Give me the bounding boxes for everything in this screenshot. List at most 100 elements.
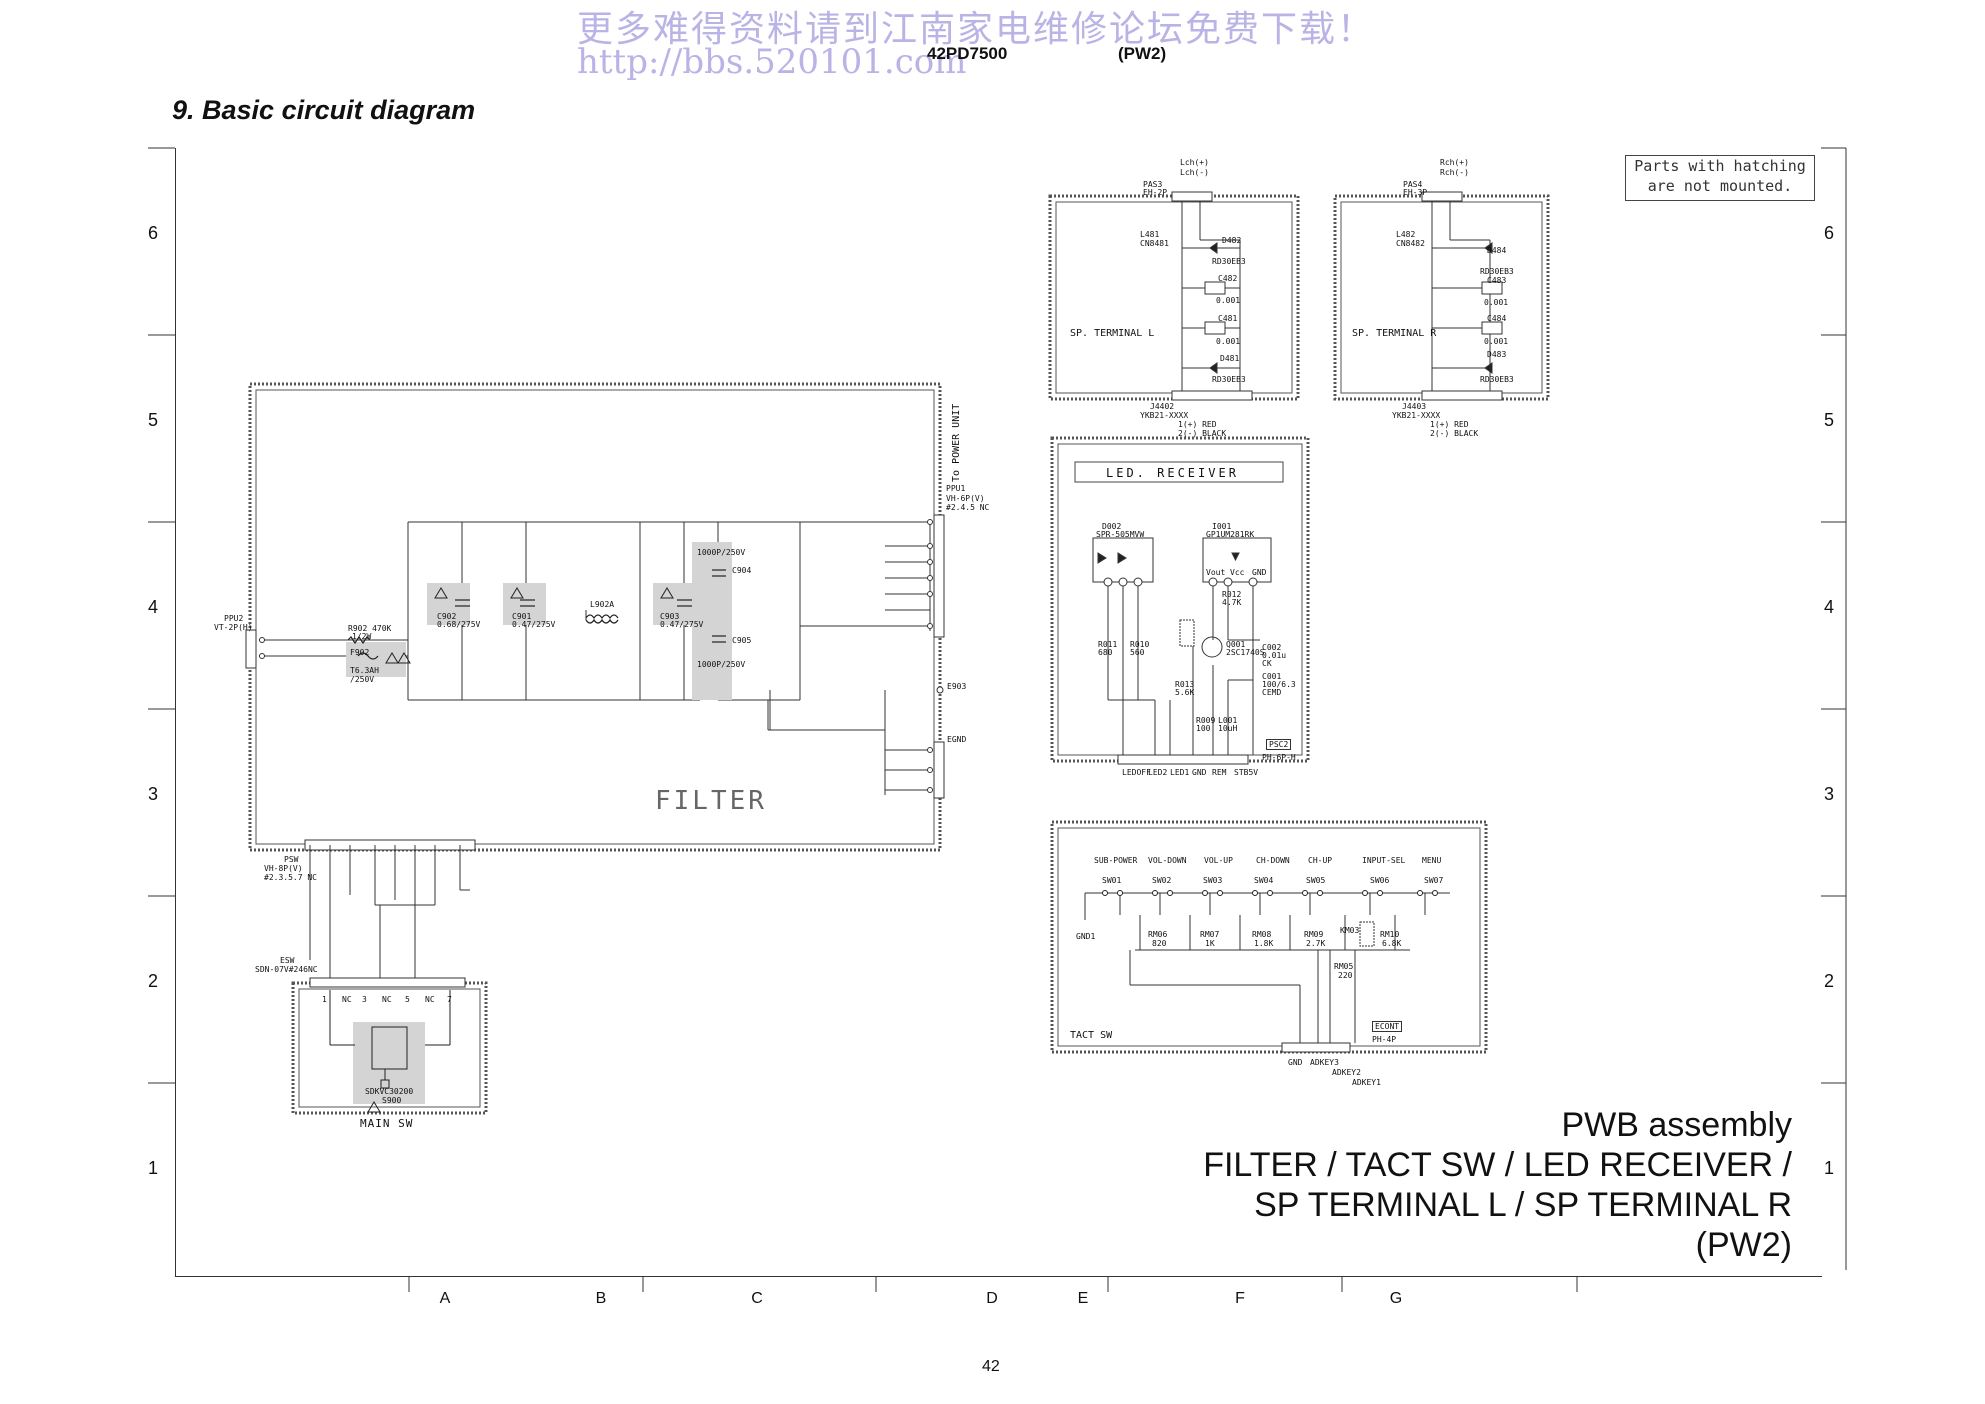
tact-gnd: GND1 xyxy=(1076,932,1096,941)
c901-label: C901 xyxy=(512,612,532,621)
tact-conn-gnd: GND xyxy=(1288,1058,1303,1067)
pwb-line-1: PWB assembly xyxy=(1561,1106,1793,1144)
c001-value: 100/6.3 CEMD xyxy=(1262,680,1296,697)
tact-btn-input-sel: INPUT-SEL xyxy=(1362,856,1406,865)
row-label-6-right: 6 xyxy=(1823,223,1834,243)
tact-sw04: SW04 xyxy=(1254,876,1274,885)
tact-rm07-value: 1K xyxy=(1205,939,1215,948)
main-sw-pin-7: 7 xyxy=(447,995,452,1004)
column-label-e: E xyxy=(1077,1290,1089,1307)
l902-label: L902A xyxy=(590,600,615,609)
tact-rm10: RM10 xyxy=(1380,930,1400,939)
r010-label: R010 xyxy=(1130,640,1150,649)
c902-value: 0.68/275V xyxy=(437,620,481,629)
section-title: 9. Basic circuit diagram xyxy=(172,95,476,125)
sp-r-name: SP. TERMINAL R xyxy=(1352,328,1437,339)
tact-rm08: RM08 xyxy=(1252,930,1272,939)
l001-label: L001 xyxy=(1218,716,1238,725)
tact-conn-adkey3: ADKEY3 xyxy=(1310,1058,1339,1067)
sp-r-pas-type: EH-3P xyxy=(1403,188,1428,197)
tact-rm10-value: 6.8K xyxy=(1382,939,1402,948)
c905-value: 1000P/250V xyxy=(697,660,746,669)
ppu1-type: VH-6P(V) xyxy=(946,494,985,503)
pwb-assembly-title: PWB assembly FILTER / TACT SW / LED RECE… xyxy=(1203,1105,1792,1265)
i001-pin-vout: Vout xyxy=(1206,568,1226,577)
tact-rm06-value: 820 xyxy=(1152,939,1167,948)
tact-btn-vol-up: VOL-UP xyxy=(1204,856,1233,865)
i001-pin-gnd: GND xyxy=(1252,568,1267,577)
sp-r-c2: C484 xyxy=(1487,314,1507,323)
tact-sw01: SW01 xyxy=(1102,876,1122,885)
filter-name: FILTER xyxy=(655,786,767,816)
row-label-3: 3 xyxy=(147,784,158,804)
tact-btn-vol-down: VOL-DOWN xyxy=(1148,856,1187,865)
c902-label: C902 xyxy=(437,612,457,621)
tact-km03: KM03 xyxy=(1340,926,1360,935)
r013-label: R013 xyxy=(1175,680,1195,689)
esw-label: ESW xyxy=(280,956,295,965)
watermark-line-1: 更多难得资料请到江南家电维修论坛免费下载！ xyxy=(577,9,1376,50)
sp-r-jack-part: YKB21-XXXX xyxy=(1392,411,1441,420)
sp-l-coil-part: CN8481 xyxy=(1140,239,1169,248)
row-label-4: 4 xyxy=(147,597,158,617)
sp-l-jack: J4402 xyxy=(1150,402,1175,411)
row-label-2: 2 xyxy=(147,971,158,991)
sp-l-c1-value: 0.001 xyxy=(1216,296,1241,305)
column-label-g: G xyxy=(1389,1290,1403,1307)
sp-l-c2-value: 0.001 xyxy=(1216,337,1241,346)
main-sw-pin-5: 5 xyxy=(405,995,410,1004)
page-number: 42 xyxy=(982,1358,1000,1375)
tact-sw06: SW06 xyxy=(1370,876,1390,885)
sp-l-jack-part: YKB21-XXXX xyxy=(1140,411,1189,420)
c903-value: 0.47/275V xyxy=(660,620,704,629)
column-label-d: D xyxy=(986,1290,998,1307)
main-sw-pin-nc-1: NC xyxy=(342,995,352,1004)
column-label-a: A xyxy=(439,1290,451,1307)
led-receiver-name: LED. RECEIVER xyxy=(1106,466,1239,480)
row-label-5-right: 5 xyxy=(1823,410,1834,430)
c905-label: C905 xyxy=(732,636,752,645)
d002-part: SPR-505MVW xyxy=(1096,530,1145,539)
r011-value: 680 xyxy=(1098,648,1113,657)
led-conn-gnd: GND xyxy=(1192,768,1207,777)
tact-rm09-value: 2.7K xyxy=(1306,939,1326,948)
ppu2-type: VT-2P(H) xyxy=(214,623,253,632)
led-conn-ledoff: LEDOFF xyxy=(1122,768,1151,777)
sp-r-d1: D484 xyxy=(1487,246,1507,255)
sp-l-coil: L481 xyxy=(1140,230,1160,239)
r902-rating: 1/2W xyxy=(352,632,372,641)
row-label-1-right: 1 xyxy=(1823,1158,1834,1178)
pwb-line-3: SP TERMINAL L / SP TERMINAL R xyxy=(1254,1186,1792,1224)
tact-btn-menu: MENU xyxy=(1422,856,1442,865)
sp-r-d1-part: RD30EB3 xyxy=(1480,267,1514,276)
c901-value: 0.47/275V xyxy=(512,620,556,629)
sp-l-pas: PAS3 xyxy=(1143,180,1163,189)
q001-label: Q001 xyxy=(1226,640,1246,649)
esw-type: SDN-07V#246NC xyxy=(255,965,318,974)
psc2-label: PSC2 xyxy=(1266,739,1292,750)
row-label-2-right: 2 xyxy=(1823,971,1834,991)
row-label-6: 6 xyxy=(147,223,158,243)
sp-l-out2: 2(-) BLACK xyxy=(1178,429,1227,438)
q001-part: 2SC1740S xyxy=(1226,648,1265,657)
d002-label: D002 xyxy=(1102,522,1122,531)
c903-label: C903 xyxy=(660,612,680,621)
hatching-note: Parts with hatching are not mounted. xyxy=(1625,155,1815,201)
r011-label: R011 xyxy=(1098,640,1118,649)
main-sw-pin-nc-2: NC xyxy=(382,995,392,1004)
sp-r-c1-value: 0.001 xyxy=(1484,298,1509,307)
tact-conn-adkey1: ADKEY1 xyxy=(1352,1078,1381,1087)
hatching-note-line-2: are not mounted. xyxy=(1647,177,1793,195)
main-sw-part: SDKVC30200 xyxy=(365,1087,414,1096)
psw-nc: #2.3.5.7 NC xyxy=(264,873,317,882)
tact-sw05: SW05 xyxy=(1306,876,1326,885)
c904-value: 1000P/250V xyxy=(697,548,746,557)
sp-r-d2: D483 xyxy=(1487,350,1507,359)
header-model: 42PD7500 xyxy=(927,44,1008,63)
to-power-unit-label: To POWER UNIT xyxy=(951,403,962,482)
r010-value: 560 xyxy=(1130,648,1145,657)
led-conn-rem: REM xyxy=(1212,768,1227,777)
ppu2-label: PPU2 xyxy=(224,614,244,623)
c002-label: C002 xyxy=(1262,643,1282,652)
